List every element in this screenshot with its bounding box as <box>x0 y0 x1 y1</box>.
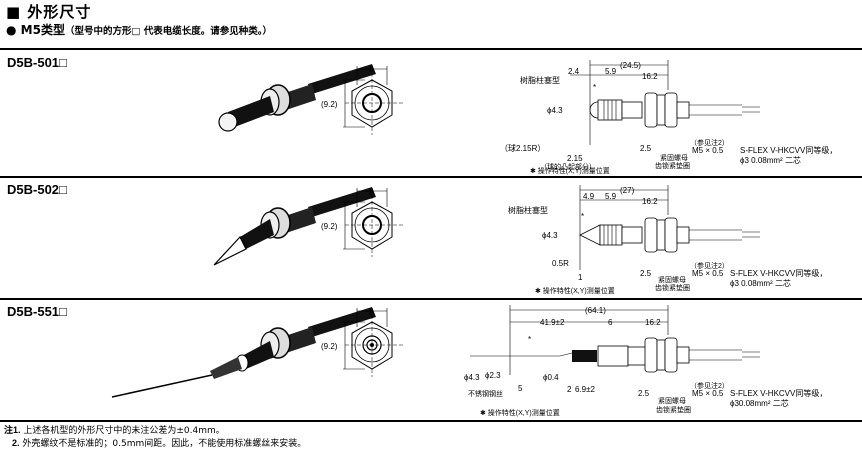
radius-dim: 0.5R <box>552 259 569 268</box>
wire-label: 不锈钢钢丝 <box>468 389 503 398</box>
dim-2-4: 2.4 <box>568 67 580 76</box>
ball-dim: 2.15 <box>567 154 583 163</box>
thread-note-ref: （参见注2） <box>690 381 729 390</box>
model-label: D5B-551□ <box>7 304 67 319</box>
dia-dim: ϕ4.3 <box>547 106 563 115</box>
front-view-551: 8 (9.2) <box>321 307 403 377</box>
dim-5-9: 5.9 <box>605 67 617 76</box>
note-1: 注1. 上述各机型的外形尺寸中的未注公差为±0.4mm。 <box>4 424 306 437</box>
overall-dim: (24.5) <box>620 61 641 70</box>
dim-5: 5 <box>518 384 523 393</box>
asterisk-mark: * <box>528 335 531 344</box>
page-title: ■ 外形尺寸 <box>6 3 92 21</box>
dim-41-9: 41.9±2 <box>540 318 565 327</box>
dim-4-9: 4.9 <box>583 192 595 201</box>
side-view-502: (27) 4.9 5.9 16.2 树脂柱塞型 * ϕ4.3 0.5R 1 2.… <box>508 185 827 295</box>
nut-dim: 2.5 <box>640 144 652 153</box>
dim-5-9: 5.9 <box>605 192 617 201</box>
measure-note: ✱ 操作特性(X,Y)测量位置 <box>480 408 560 417</box>
dim-6: 6 <box>608 318 613 327</box>
plunger-label: 树脂柱塞型 <box>520 75 560 85</box>
sensor-illustration <box>111 307 376 398</box>
dia-2-3: ϕ2.3 <box>485 371 501 380</box>
asterisk-mark: * <box>581 212 584 221</box>
tip-dim: 1 <box>578 273 583 282</box>
dia-4-3: ϕ4.3 <box>464 373 480 382</box>
front-view-502: 8 (9.2) <box>321 187 403 257</box>
dia-dim: ϕ4.3 <box>542 231 558 240</box>
note-2-text: 外壳螺纹不是标准的；0.5mm间距。因此，不能使用标准螺丝来安装。 <box>19 439 307 449</box>
note-2: 2. 外壳螺纹不是标准的；0.5mm间距。因此，不能使用标准螺丝来安装。 <box>4 437 306 450</box>
overall-dim: (27) <box>620 186 635 195</box>
asterisk-mark: * <box>593 83 596 92</box>
section-subtitle: ● M5类型（型号中的方形□ 代表电缆长度。请参见种类。） <box>6 21 272 38</box>
side-view-551: (64.1) 41.9±2 6 16.2 * ϕ4.3 ϕ2.3 ϕ0.4 不锈… <box>464 305 827 417</box>
overall-dim: (64.1) <box>585 306 606 315</box>
cable-spec-2: ϕ30.08mm² 二芯 <box>730 398 789 408</box>
notes: 注1. 上述各机型的外形尺寸中的未注公差为±0.4mm。 2. 外壳螺纹不是标准… <box>4 424 306 450</box>
dim-2: 2 <box>567 385 572 394</box>
nut-label: 紧固螺母 <box>658 275 686 284</box>
divider <box>0 420 862 422</box>
cable-spec: S-FLEX V-HKCVV同等级， <box>730 388 827 398</box>
thread-note-ref: （参见注2） <box>690 261 729 270</box>
nut-dim: 2.5 <box>638 389 650 398</box>
nut-label: 紧固螺母 <box>658 396 686 405</box>
sensor-illustration <box>218 64 376 132</box>
product-photo-501 <box>218 64 376 132</box>
washer-label: 齿锁紧垫圈 <box>656 405 691 414</box>
product-photo-551 <box>111 307 376 398</box>
subtitle-note: （型号中的方形□ 代表电缆长度。请参见种类。） <box>64 26 272 37</box>
front-height-dim: (9.2) <box>321 100 338 109</box>
dim-16-2: 16.2 <box>645 318 661 327</box>
plunger-label: 树脂柱塞型 <box>508 205 548 215</box>
washer-label: 齿锁紧垫圈 <box>655 161 690 170</box>
dia-0-4: ϕ0.4 <box>543 373 559 382</box>
dim-16-2: 16.2 <box>642 197 658 206</box>
divider <box>0 298 862 300</box>
subtitle-main: ● M5类型 <box>6 23 65 37</box>
front-view-501: 8 (9.2) <box>321 65 403 135</box>
sensor-illustration <box>213 187 376 266</box>
side-view-501: (24.5) 2.4 5.9 16.2 树脂柱塞型 * ϕ4.3 （球2.15R… <box>500 60 837 175</box>
product-photo-502 <box>213 187 376 266</box>
front-height-dim: (9.2) <box>321 342 338 351</box>
washer-label: 齿锁紧垫圈 <box>655 283 690 292</box>
cable-spec: S-FLEX V-HKCVV同等级， <box>730 268 827 278</box>
cable-spec-2: ϕ3 0.08mm² 二芯 <box>730 278 791 288</box>
dim-16-2: 16.2 <box>642 72 658 81</box>
thread-spec: M5 × 0.5 <box>692 389 724 398</box>
measure-note: ✱ 操作特性(X,Y)测量位置 <box>535 286 615 295</box>
model-label: D5B-502□ <box>7 182 67 197</box>
cable-spec: S-FLEX V-HKCVV同等级， <box>740 145 837 155</box>
ball-note: （球的凸起部分） <box>540 162 596 171</box>
note-1-label: 注1. <box>4 425 21 435</box>
nut-label: 紧固螺母 <box>660 153 688 162</box>
nut-dim: 2.5 <box>640 269 652 278</box>
thread-spec: M5 × 0.5 <box>692 269 724 278</box>
front-width-dim: 8 <box>369 307 374 316</box>
measure-note: ✱ 操作特性(X,Y)测量位置 <box>530 166 610 175</box>
note-2-label: 2. <box>12 438 20 448</box>
note-1-text: 上述各机型的外形尺寸中的未注公差为±0.4mm。 <box>20 426 225 436</box>
thread-note-ref: （参见注2） <box>690 138 729 147</box>
front-width-dim: 8 <box>369 187 374 196</box>
front-height-dim: (9.2) <box>321 222 338 231</box>
divider <box>0 48 862 50</box>
radius-dim: （球2.15R） <box>500 143 545 153</box>
front-width-dim: 8 <box>369 65 374 74</box>
model-label: D5B-501□ <box>7 55 67 70</box>
dim-6-9: 6.9±2 <box>575 385 596 394</box>
thread-spec: M5 × 0.5 <box>692 146 724 155</box>
cable-spec-2: ϕ3 0.08mm² 二芯 <box>740 155 801 165</box>
divider <box>0 176 862 178</box>
